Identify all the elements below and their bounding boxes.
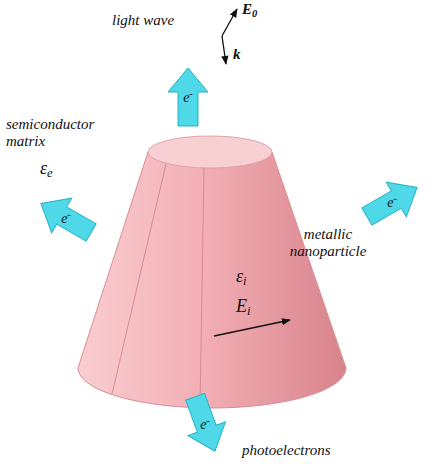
- photoelectron-arrow: e-: [34, 186, 98, 250]
- electron-label: e-: [183, 88, 193, 106]
- nanoparticle-body: metallic nanoparticleεiEi: [76, 134, 348, 412]
- electron-label: e-: [387, 193, 397, 211]
- field-label: E0: [242, 1, 272, 20]
- field-arrow: [214, 320, 290, 336]
- particle-text: εi: [236, 266, 266, 289]
- cone-shape: [76, 134, 348, 412]
- electron-label: e-: [200, 415, 210, 433]
- photoelectrons-label: photoelectrons: [242, 442, 352, 459]
- cone-top: [148, 136, 272, 168]
- photoelectron-arrow: e-: [173, 392, 237, 456]
- cone-side: [78, 152, 346, 408]
- electron-label: e-: [61, 209, 71, 227]
- block-arrow: [176, 390, 233, 458]
- particle-text: Ei: [236, 296, 266, 319]
- particle-text: metallic nanoparticle: [280, 226, 376, 261]
- cone-seam: [200, 168, 204, 408]
- permittivity-label: εe: [40, 158, 70, 181]
- block-arrow: [357, 170, 427, 234]
- vector-label: k: [233, 46, 253, 63]
- cone-seam: [112, 164, 166, 394]
- wave-label: light wave: [112, 12, 202, 29]
- field-vector: [222, 9, 237, 36]
- photoelectron-arrow: e-: [360, 170, 424, 234]
- matrix-label: semiconductor matrix: [6, 116, 106, 151]
- block-arrow: [168, 68, 208, 126]
- block-arrow: [31, 186, 101, 250]
- wave-vector: [222, 36, 226, 64]
- photoelectron-arrow: e-: [156, 65, 220, 129]
